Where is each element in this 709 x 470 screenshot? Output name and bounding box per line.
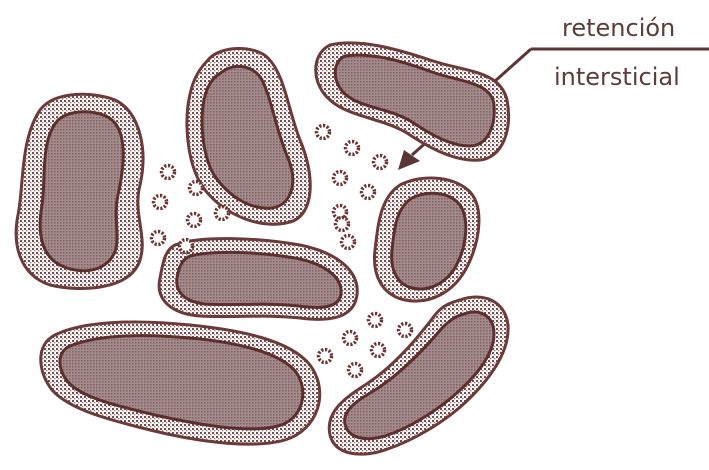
water-bubble [362,186,375,199]
water-bubble [180,240,193,253]
water-bubble [344,332,357,345]
label-line-1: retención [562,14,675,42]
water-bubble [317,126,330,139]
soil-particle-3 [316,43,509,160]
water-bubble [216,207,229,220]
water-bubble [346,142,359,155]
label-line-2: intersticial [554,63,680,91]
soil-particle-4 [374,178,478,301]
water-bubble [154,196,167,209]
water-bubble [334,172,347,185]
water-bubble [162,166,175,179]
water-bubble [342,236,355,249]
water-bubble [399,324,412,337]
water-bubble [372,344,385,357]
water-bubble [336,218,349,231]
water-bubble [319,350,332,363]
water-bubble [190,182,203,195]
water-bubble [369,314,382,327]
water-bubble [349,364,362,377]
water-bubble [188,214,201,227]
soil-particle-1 [16,94,143,288]
soil-particle-6 [41,322,320,444]
water-bubble [374,156,387,169]
soil-particle-2 [187,48,310,224]
water-bubble [152,232,165,245]
arrowhead [398,150,420,170]
